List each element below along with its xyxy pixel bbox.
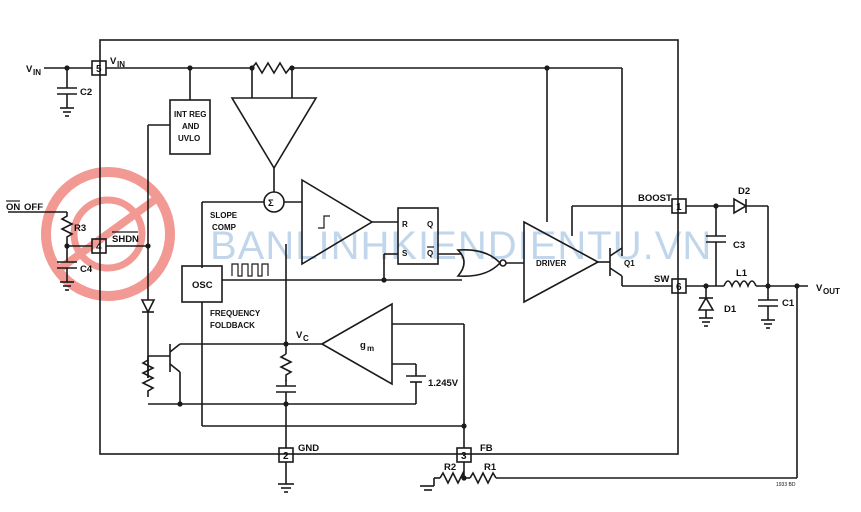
- vref-label: 1.245V: [428, 378, 459, 389]
- vc-label: V: [296, 330, 303, 341]
- freq-label-2: FOLDBACK: [210, 321, 255, 330]
- ff-r-label: R: [402, 220, 408, 229]
- vc-net: [276, 244, 322, 448]
- q1-label: Q1: [624, 259, 635, 268]
- slope-comp-wiring: [201, 201, 264, 268]
- sr-flip-flop: [397, 207, 439, 265]
- vin-bus: [106, 61, 623, 256]
- q1-transistor: [609, 247, 672, 287]
- watermark-logo-icon: [41, 167, 175, 301]
- c3-label: C3: [733, 240, 745, 251]
- vin-pin-sub: IN: [117, 60, 125, 69]
- gm-sub: m: [367, 344, 374, 353]
- vc-sub: C: [303, 334, 309, 343]
- ff-wiring: [383, 253, 462, 280]
- c1-label: C1: [782, 298, 795, 309]
- vin-input-net: [44, 65, 92, 117]
- reference-net: [202, 323, 467, 448]
- gm-label: g: [360, 340, 366, 351]
- watermark: BANLINHKIENDIENTU.VN: [41, 167, 712, 301]
- slope-label-1: SLOPE: [210, 211, 238, 220]
- int-reg-label-3: UVLO: [178, 134, 200, 143]
- bias-transistors: [141, 343, 416, 407]
- int-reg-block: [169, 99, 211, 155]
- int-reg-label-1: INT REG: [174, 110, 206, 119]
- off-label: OFF: [24, 202, 43, 213]
- l1-label: L1: [736, 268, 748, 279]
- r3-label: R3: [74, 223, 86, 234]
- ff-s-label: S: [402, 249, 408, 258]
- r2-label: R2: [444, 462, 456, 473]
- gnd-symbol-icon: [278, 462, 294, 493]
- vout-label: V: [816, 283, 823, 294]
- sigma-label: Σ: [268, 198, 274, 209]
- ff-q-label: Q: [427, 220, 433, 229]
- c2-label: C2: [80, 87, 92, 98]
- pwm-comparator: [301, 178, 374, 266]
- figure-code: 1933 BD: [776, 482, 796, 488]
- pin-1: [671, 198, 687, 214]
- ic-outline: [99, 39, 679, 455]
- vin-ext-sub: IN: [33, 68, 41, 77]
- vout-sub: OUT: [823, 287, 840, 296]
- on-label: ON: [6, 202, 20, 213]
- r1-label: R1: [484, 462, 497, 473]
- summing-junction: [263, 191, 285, 213]
- ff-qbar-label: Q: [427, 249, 433, 258]
- clock-waveform-icon: [231, 263, 269, 277]
- d2-label: D2: [738, 186, 750, 197]
- shdn-label: SHDN: [112, 234, 139, 245]
- shdn-net: [8, 211, 151, 291]
- pin-6: [671, 278, 687, 294]
- pin-1-label: 1: [676, 202, 682, 213]
- feedback-divider: [420, 462, 797, 491]
- gnd-label: GND: [298, 443, 319, 454]
- boost-net: [571, 197, 769, 286]
- vin-pin-label: V: [110, 56, 117, 67]
- pin-5-label: 5: [96, 64, 102, 75]
- slope-label-2: COMP: [212, 223, 237, 232]
- driver-label: DRIVER: [536, 259, 566, 268]
- driver-block: [523, 220, 600, 304]
- gm-error-amp: [320, 302, 393, 386]
- int-reg-label-2: AND: [182, 122, 200, 131]
- pin-4-label: 4: [96, 242, 102, 253]
- sw-label: SW: [654, 274, 669, 285]
- nor-gate: [456, 248, 502, 278]
- osc-label: OSC: [192, 280, 213, 291]
- pin-4: [91, 238, 107, 254]
- watermark-text: BANLINHKIENDIENTU.VN: [210, 224, 712, 268]
- d1-label: D1: [724, 304, 737, 315]
- boost-label: BOOST: [638, 193, 672, 204]
- pin-6-label: 6: [676, 282, 682, 293]
- pin-3-label: 3: [461, 451, 467, 462]
- fb-label: FB: [480, 443, 493, 454]
- sw-net: [686, 280, 808, 478]
- vin-ext-label: V: [26, 64, 33, 75]
- c4-label: C4: [80, 264, 93, 275]
- freq-label-1: FREQUENCY: [210, 309, 261, 318]
- current-sense-amp: [230, 97, 318, 170]
- pin-2-label: 2: [283, 451, 289, 462]
